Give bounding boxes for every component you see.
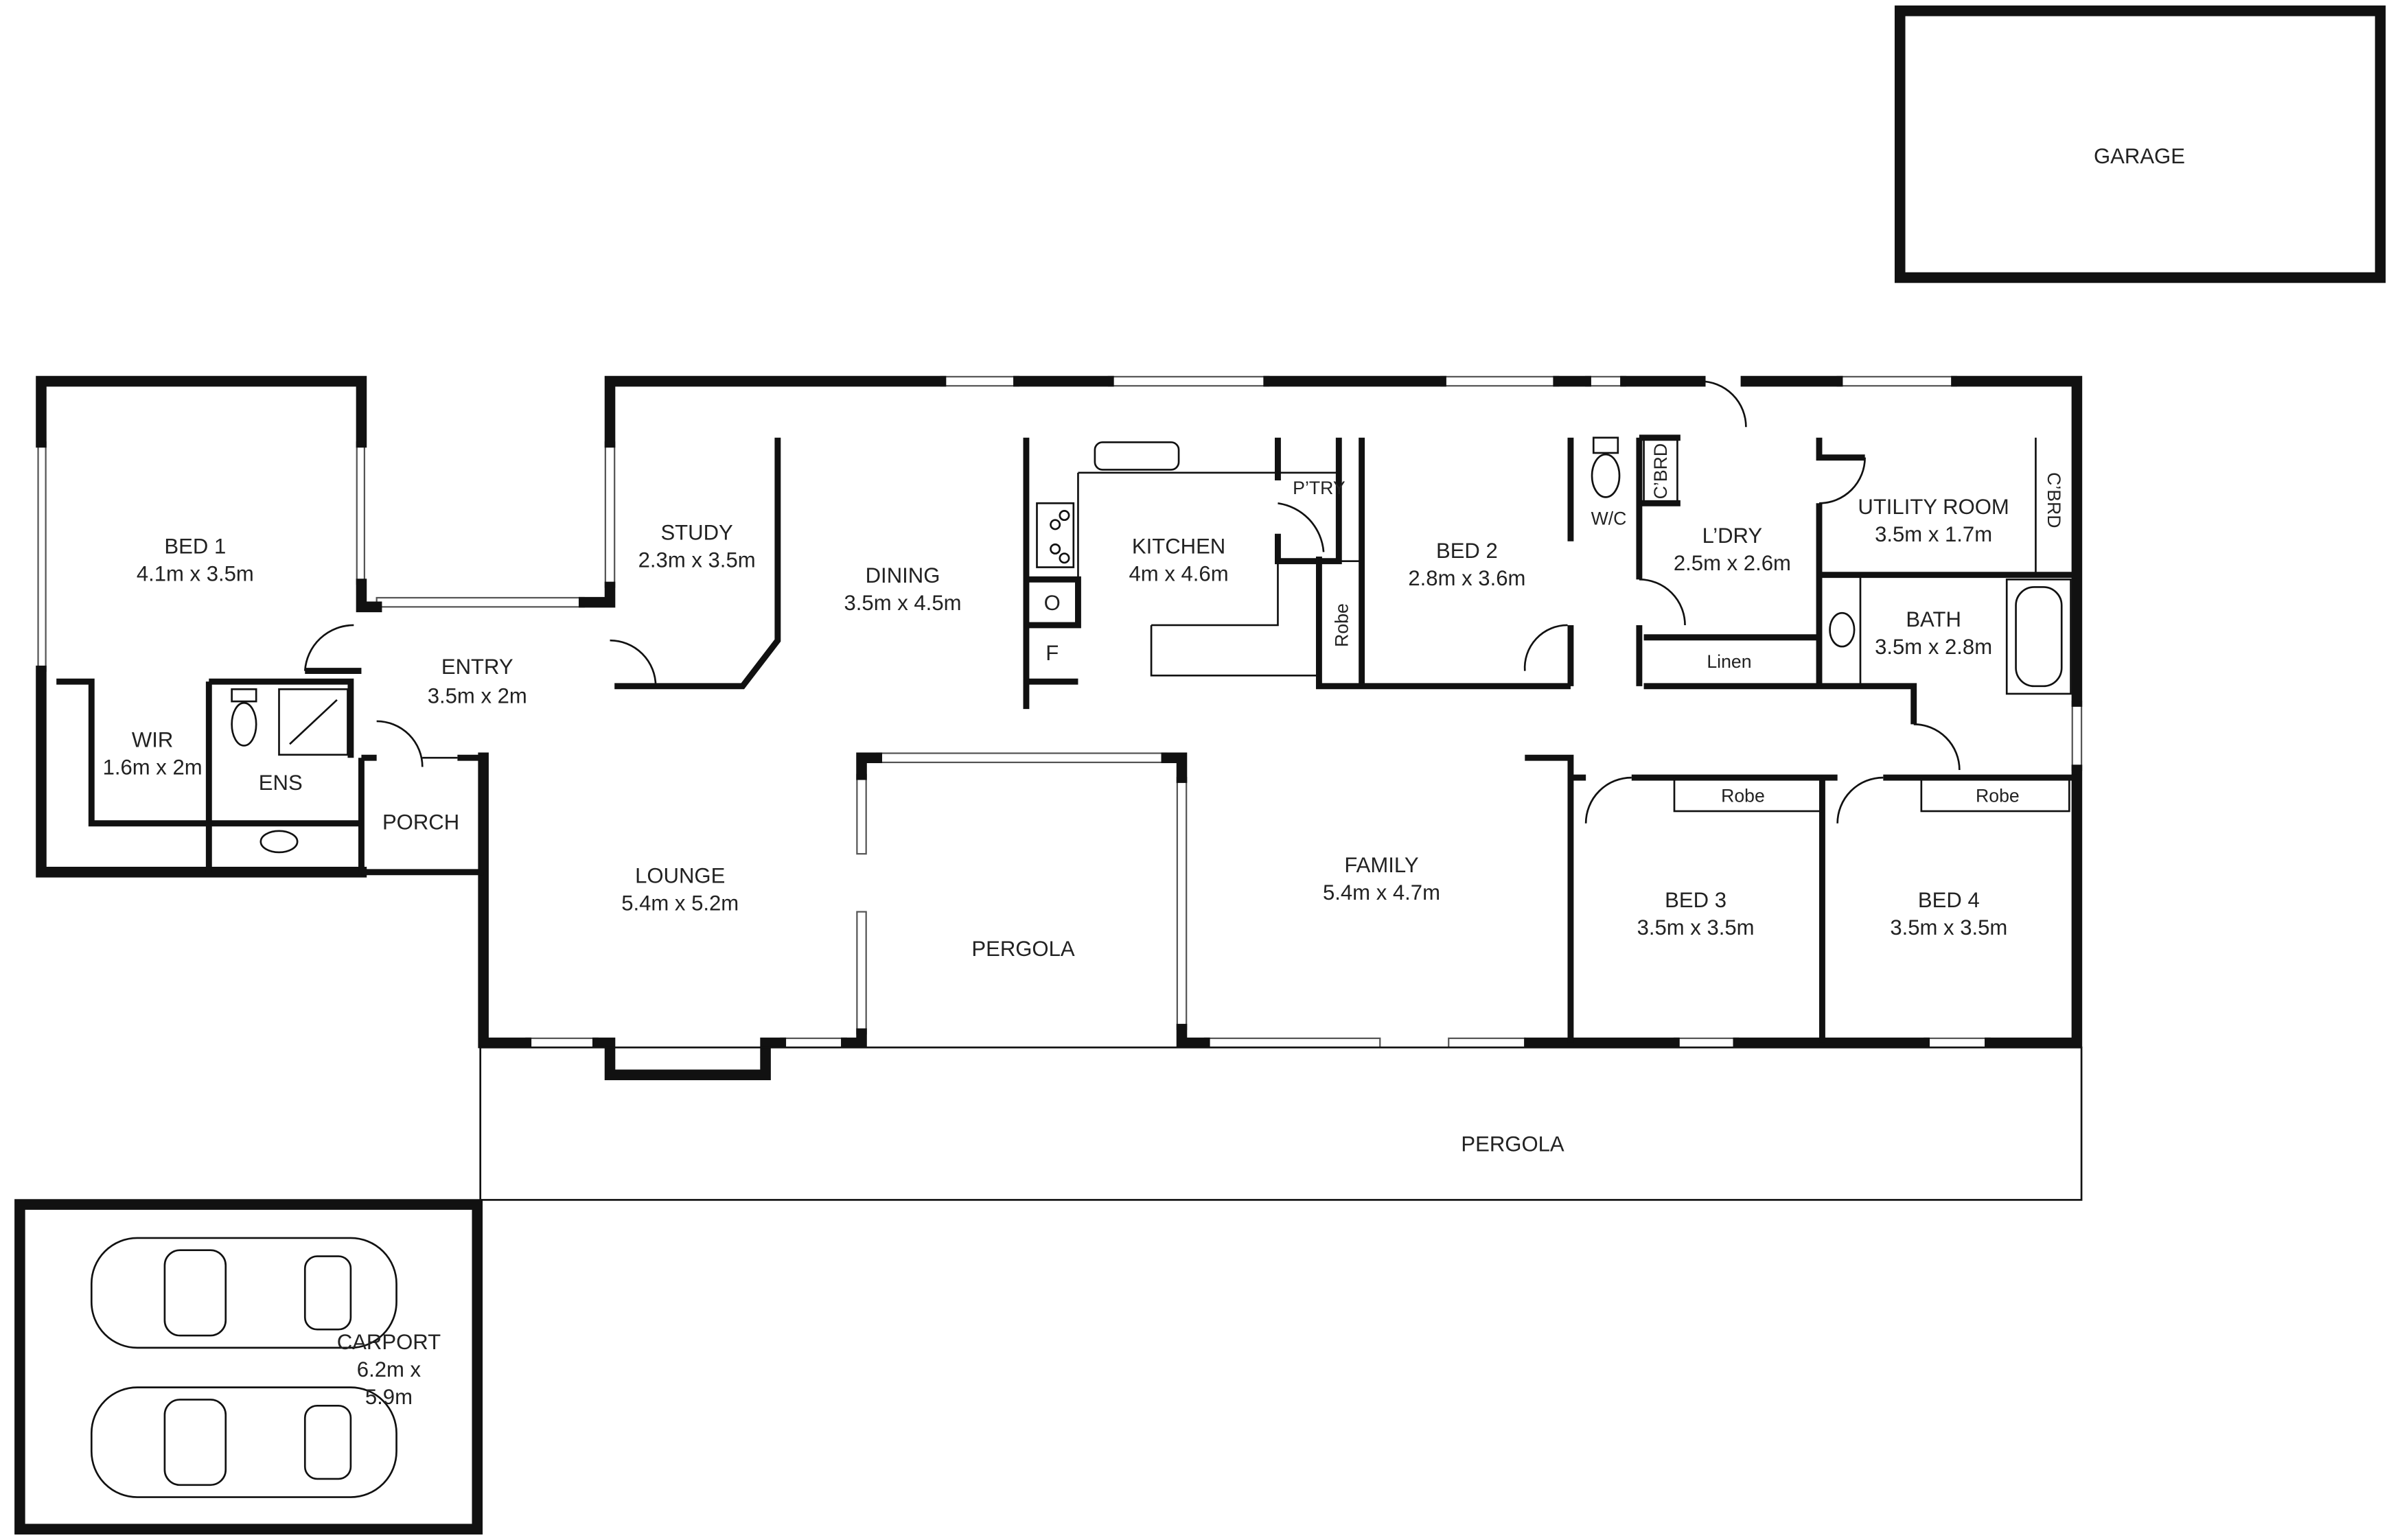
room-dims: 3.5m x 4.5m [844,591,962,615]
car-icon [90,1386,397,1498]
fixtures [231,436,2063,854]
robe-label: Robe [1721,786,1765,806]
room-dims: 3.5m x 3.5m [1637,915,1755,940]
room-name: ENTRY [441,655,513,679]
room-name: W/C [1591,508,1627,528]
door-swings [303,380,1961,824]
room-name: BED 3 [1665,888,1726,912]
room-name: LOUNGE [635,863,725,887]
room-dims: 1.6m x 2m [103,756,203,780]
room-dims: 3.5m x 3.5m [1890,915,2007,940]
room-name: UTILITY ROOM [1858,495,2009,519]
room-dims: 3.5m x 1.7m [1875,522,1992,546]
room-dims: 4.1m x 3.5m [137,562,254,586]
room-name: L’DRY [1702,524,1763,548]
room-name: BED 1 [164,535,226,559]
robe-label: Robe [1332,603,1352,647]
room-name: WIR [132,728,173,752]
room-name: PORCH [382,810,459,835]
oven-label: O [1044,591,1061,615]
room-dims: 5.4m x 4.7m [1323,880,1440,905]
room-name: BED 4 [1918,888,1980,912]
sink-icon [1094,441,1180,471]
robe-label: Robe [1976,786,2020,806]
room-name: KITCHEN [1132,535,1225,559]
car-icon [90,1237,397,1349]
room-dims: 6.2m x [357,1357,421,1381]
room-name: BATH [1906,607,1961,631]
room-dims: 2.5m x 2.6m [1674,551,1791,575]
room-name: BED 2 [1436,539,1498,563]
toilet-icon [1591,453,1621,498]
room-name: DINING [866,563,940,587]
room-name: P’TRY [1293,478,1345,498]
garage-walls [1894,5,2386,283]
linen-label: Linen [1707,651,1751,672]
room-dims: 5.4m x 5.2m [621,891,739,915]
room-dims: 3.5m x 2m [428,684,527,708]
toilet-icon [231,701,257,747]
room-dims: 4m x 4.6m [1129,562,1229,586]
cupboard-label: C’BRD [1650,443,1671,499]
cooktop-icon [1036,502,1075,568]
room-dims: 3.5m x 2.8m [1875,635,1992,659]
room-dims: 5.9m [365,1385,413,1409]
bathtub-icon [2015,586,2063,688]
basin-icon [259,830,299,854]
room-name: FAMILY [1344,853,1418,877]
room-name: CARPORT [337,1330,441,1354]
room-name: PERGOLA [971,937,1075,961]
basin-icon [1829,611,1856,648]
shower-icon [278,688,349,756]
room-dims: 2.8m x 3.6m [1408,566,1525,590]
interior-walls [56,434,2083,1201]
room-dims: 2.3m x 3.5m [638,548,756,572]
room-labels: GARAGE BED 1 4.1m x 3.5m WIR 1.6m x 2m E… [103,144,2185,1409]
car-icons [90,1237,397,1498]
room-name: ENS [259,771,303,795]
room-name: PERGOLA [1461,1132,1564,1156]
cupboard-label: C’BRD [2044,472,2064,528]
room-name: GARAGE [2094,144,2185,168]
room-name: STUDY [660,521,733,545]
fridge-label: F [1046,641,1059,665]
